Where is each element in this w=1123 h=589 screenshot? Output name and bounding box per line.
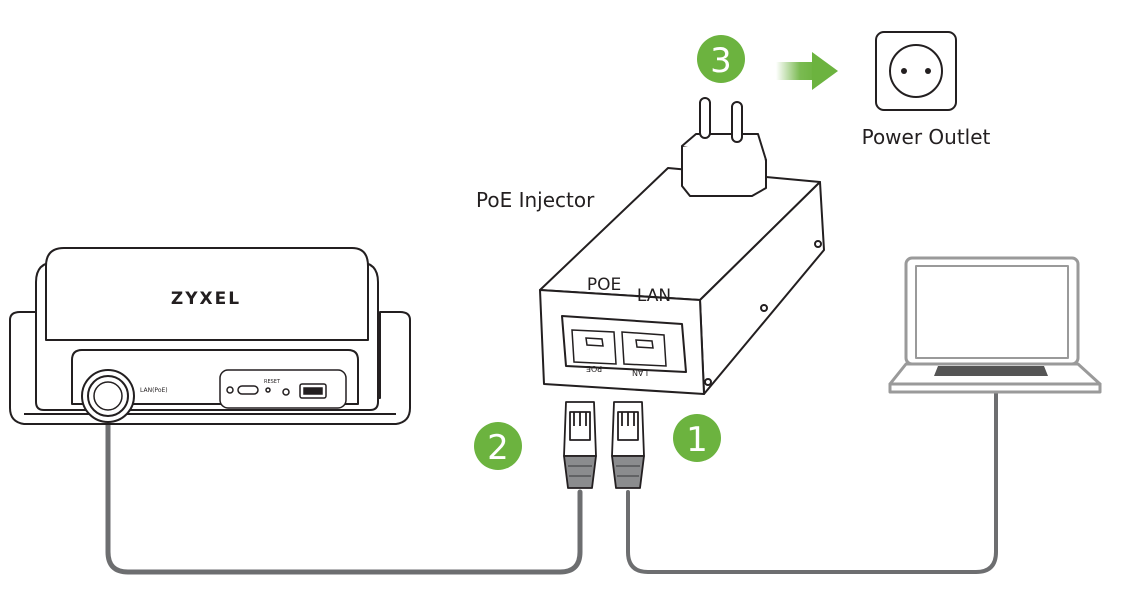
step-number-1: 1: [686, 420, 708, 460]
port-lan-label: LAN: [637, 286, 671, 306]
power-plug: [681, 97, 767, 197]
step-badge-3: 3: [697, 35, 745, 83]
device-brand: ZYXEL: [171, 289, 241, 309]
device-port-label: LAN(PoE): [140, 387, 168, 394]
port-lan-small-label: LAN: [632, 368, 648, 377]
arrow-to-outlet-icon: [776, 52, 838, 90]
step-number-3: 3: [710, 41, 732, 81]
lan-port: [621, 331, 667, 367]
step-badge-1: 1: [673, 414, 721, 462]
zyxel-device: [9, 247, 411, 425]
laptop: [888, 256, 1102, 394]
step-number-2: 2: [487, 428, 509, 468]
device-lan-port: [81, 369, 135, 423]
device-reset-label: RESET: [264, 379, 281, 385]
poe-port: [571, 329, 617, 365]
rj45-connector-poe: [563, 401, 597, 489]
device-io-panel: [219, 369, 347, 409]
power-outlet-label: Power Outlet: [862, 125, 991, 149]
port-poe-label: POE: [587, 275, 621, 295]
cable-device-to-poe: [105, 409, 583, 575]
rj45-connector-lan: [611, 401, 645, 489]
poe-injector-label: PoE Injector: [476, 188, 595, 212]
power-outlet-icon: [875, 31, 957, 111]
cable-lan-to-laptop: [626, 388, 998, 574]
step-badge-2: 2: [474, 422, 522, 470]
port-poe-small-label: POE: [586, 364, 602, 373]
